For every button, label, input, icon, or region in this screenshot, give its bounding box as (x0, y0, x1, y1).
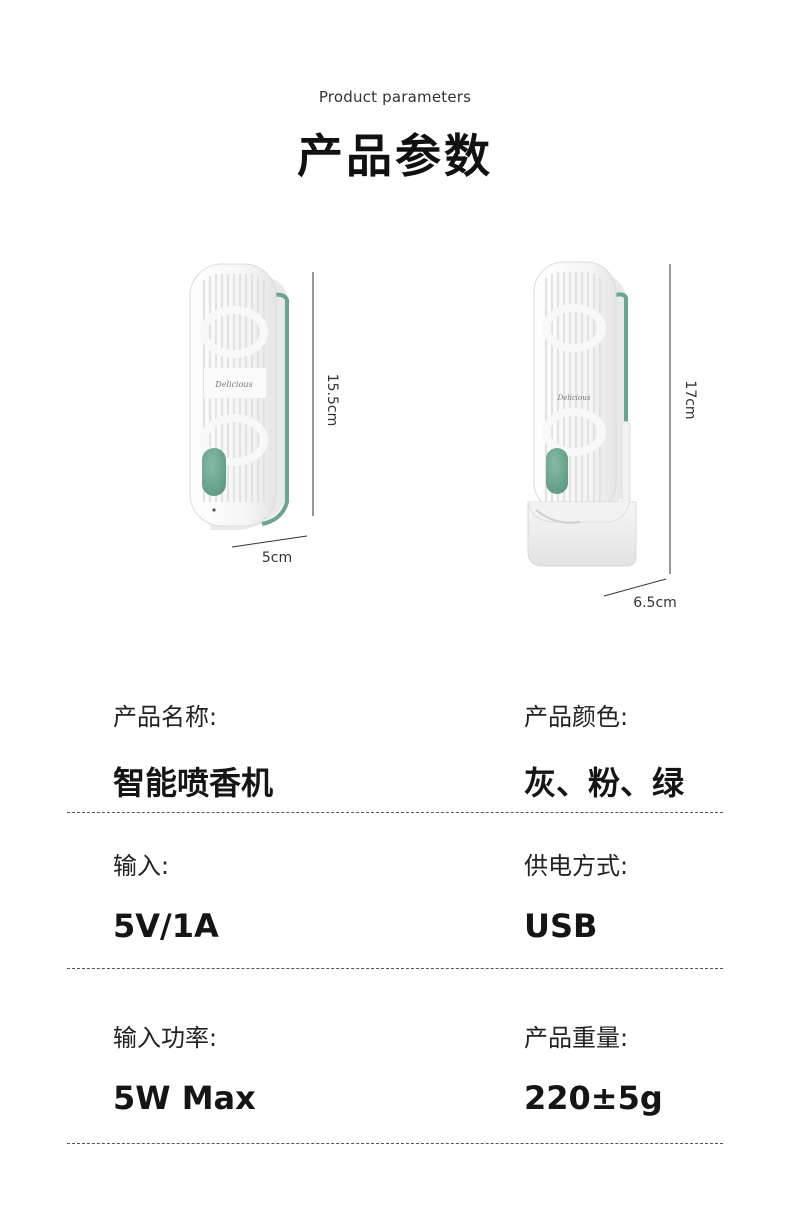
spec-weight: 产品重量: 220±5g (524, 1018, 663, 1117)
spec-value: 5V/1A (113, 907, 219, 945)
left-height-label: 15.5cm (324, 374, 340, 427)
left-brand-text: Delicious (214, 380, 252, 389)
product-illustration: Delicious 15.5cm 5cm (189, 261, 698, 611)
spec-input-power: 输入功率: 5W Max (113, 1018, 256, 1117)
spec-product-color: 产品颜色: 灰、粉、绿 (524, 697, 684, 804)
spec-label: 输入功率: (113, 1024, 218, 1052)
page-title: 产品参数 (297, 129, 493, 183)
divider (67, 1143, 723, 1144)
spec-input: 输入: 5V/1A (113, 846, 219, 945)
right-power-button-image (546, 448, 568, 494)
spec-value: 220±5g (524, 1079, 663, 1117)
right-width-label: 6.5cm (633, 595, 677, 611)
left-width-label: 5cm (262, 550, 292, 566)
left-device-image: Delicious 15.5cm 5cm (189, 263, 340, 566)
spec-power-supply: 供电方式: USB (524, 846, 628, 945)
divider (67, 968, 723, 969)
spec-value: 5W Max (113, 1079, 256, 1117)
divider (67, 812, 723, 813)
spec-row-3: 输入功率: 5W Max 产品重量: 220±5g (0, 1018, 790, 1138)
spec-value: 灰、粉、绿 (524, 764, 685, 802)
left-power-button-image (202, 448, 226, 496)
spec-value: 智能喷香机 (113, 764, 274, 802)
spec-label: 输入: (113, 852, 170, 880)
spec-row-2: 输入: 5V/1A 供电方式: USB (0, 846, 790, 966)
right-brand-text: Delicious (557, 394, 591, 402)
spec-row-1: 产品名称: 智能喷香机 产品颜色: 灰、粉、绿 (0, 697, 790, 817)
right-height-label: 17cm (682, 380, 698, 419)
spec-label: 产品颜色: (524, 703, 629, 731)
right-device-image: Delicious 17cm 6.5cm (527, 261, 698, 611)
spec-product-name: 产品名称: 智能喷香机 (113, 697, 273, 804)
spec-label: 产品名称: (113, 703, 218, 731)
spec-label: 供电方式: (524, 852, 629, 880)
spec-label: 产品重量: (524, 1024, 629, 1052)
page-subtitle: Product parameters (318, 88, 472, 106)
spec-value: USB (524, 907, 598, 945)
